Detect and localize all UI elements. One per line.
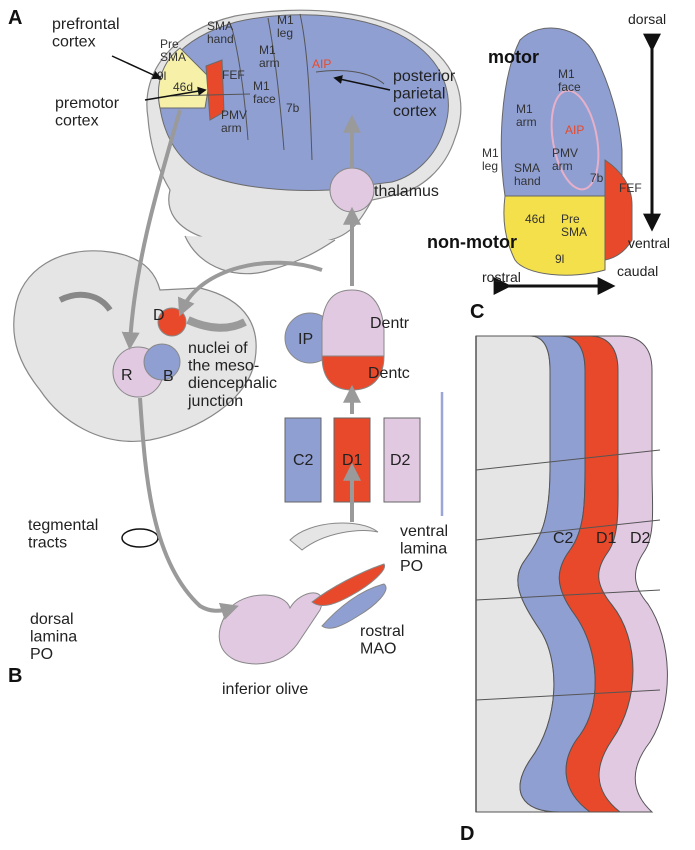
cerebral-lower-outline [184, 235, 336, 275]
label-dentr: Dentr [370, 315, 410, 332]
label-caudal: caudal [617, 263, 658, 279]
label-cortex-c2: C2 [553, 530, 574, 547]
brain-area-9l: 9l [157, 69, 166, 83]
label-dentc: Dentc [368, 365, 410, 382]
bechterew-nucleus [143, 343, 181, 381]
map-area-9l: 9l [555, 252, 564, 266]
label-dorsal: dorsal [628, 11, 666, 27]
tract-bundle [121, 528, 159, 548]
pathway-arrows [121, 109, 361, 620]
pointer-premotor [144, 86, 207, 101]
pointer-parietal [333, 75, 391, 91]
panel-label-b: B [8, 665, 22, 687]
cerebellar-cortex [475, 335, 668, 813]
zone-d2 [383, 417, 421, 503]
label-zone-c2: C2 [293, 452, 314, 469]
panel-label-d: D [460, 823, 474, 845]
panel-label-a: A [8, 7, 22, 29]
brain-aip: AIP [312, 57, 331, 71]
label-rostral: rostral [482, 269, 521, 285]
label-cortex-d1: D1 [596, 530, 617, 547]
label-cortex-d2: D2 [630, 530, 651, 547]
label-r: R [121, 367, 133, 384]
label-d: D [153, 307, 165, 324]
map-motor-label: motor [488, 47, 539, 67]
label-zone-d2: D2 [390, 452, 411, 469]
brain-area-7b: 7b [286, 101, 300, 115]
brain-area-46d: 46d [173, 80, 193, 94]
brain-outline [146, 9, 462, 249]
label-ip: IP [298, 331, 313, 348]
thalamus-node [329, 167, 375, 213]
label-zone-d1: D1 [342, 452, 363, 469]
zone-c2 [284, 417, 322, 503]
label-ventral: ventral [628, 235, 670, 251]
map-non-motor-label: non-motor [427, 232, 517, 252]
label-thalamus: thalamus [374, 183, 439, 200]
pointer-prefrontal [111, 55, 162, 80]
label-inferior-olive: inferior olive [222, 681, 308, 698]
brain-fef: FEF [222, 68, 245, 82]
label-b: B [163, 368, 174, 385]
inferior-olive [218, 522, 387, 665]
map-fef: FEF [619, 181, 642, 195]
panel-label-c: C [470, 301, 484, 323]
map-aip: AIP [565, 123, 584, 137]
map-area-7b: 7b [590, 171, 604, 185]
dentate-rostral [321, 289, 385, 357]
map-area-46d: 46d [525, 212, 545, 226]
